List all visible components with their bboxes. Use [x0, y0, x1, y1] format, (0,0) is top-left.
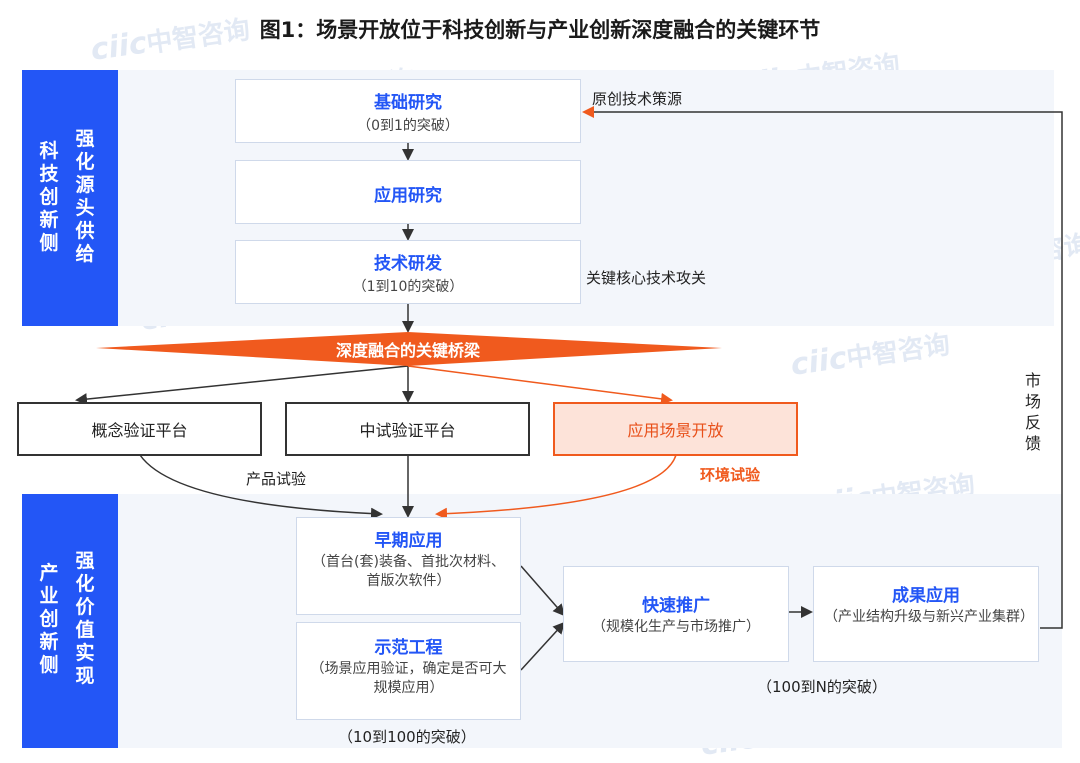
applied-research-title: 应用研究 [374, 186, 442, 206]
market-feedback-note: 市场反馈 [1024, 370, 1042, 454]
tech-side-label: 科技创新侧 强化源头供给 [22, 70, 118, 326]
industry-side-outer: 产业创新侧 [39, 562, 59, 676]
tech-side-inner: 强化源头供给 [75, 128, 95, 265]
rapid-promotion-box: 快速推广 （规模化生产与市场推广） [563, 566, 789, 662]
early-application-box: 早期应用 （首台(套)装备、首批次材料、首版次软件） [296, 517, 521, 615]
demo-project-sub: （场景应用验证，确定是否可大规模应用） [310, 661, 507, 696]
tech-rd-sub: （1到10的突破） [352, 279, 464, 295]
tech-rd-box: 技术研发 （1到10的突破） [235, 240, 581, 304]
rapid-promotion-sub: （规模化生产与市场推广） [592, 619, 760, 635]
applied-research-box: 应用研究 [235, 160, 581, 224]
env-test-note: 环境试验 [700, 466, 761, 484]
result-application-sub: （产业结构升级与新兴产业集群） [824, 609, 1034, 625]
original-source-note: 原创技术策源 [592, 90, 683, 108]
concept-verification-platform: 概念验证平台 [17, 402, 262, 456]
tech-rd-title: 技术研发 [374, 254, 442, 274]
basic-research-box: 基础研究 （0到1的突破） [235, 79, 581, 143]
scenario-opening-platform: 应用场景开放 [553, 402, 798, 456]
result-application-box: 成果应用 （产业结构升级与新兴产业集群） [813, 566, 1039, 662]
result-application-title: 成果应用 [892, 586, 960, 606]
product-test-note: 产品试验 [246, 470, 307, 488]
industry-side-inner: 强化价值实现 [75, 550, 95, 687]
early-application-title: 早期应用 [374, 531, 443, 551]
early-application-sub: （首台(套)装备、首批次材料、首版次软件） [312, 554, 505, 589]
demo-project-title: 示范工程 [374, 638, 443, 658]
bridge-banner-shape [96, 332, 722, 366]
rapid-promotion-title: 快速推广 [642, 596, 710, 616]
industry-side-label: 产业创新侧 强化价值实现 [22, 494, 118, 748]
tech-side-outer: 科技创新侧 [39, 140, 59, 254]
bridge-label: 深度融合的关键桥梁 [335, 341, 480, 360]
demo-project-box: 示范工程 （场景应用验证，确定是否可大规模应用） [296, 622, 521, 720]
pilot-verification-platform: 中试验证平台 [285, 402, 530, 456]
key-core-note: 关键核心技术攻关 [586, 269, 707, 287]
basic-research-title: 基础研究 [374, 93, 442, 113]
figure-title: 图1：场景开放位于科技创新与产业创新深度融合的关键环节 [259, 18, 821, 42]
stage-100-n-note: （100到N的突破） [757, 678, 887, 696]
stage-10-100-note: （10到100的突破） [338, 728, 476, 746]
basic-research-sub: （0到1的突破） [357, 118, 459, 134]
